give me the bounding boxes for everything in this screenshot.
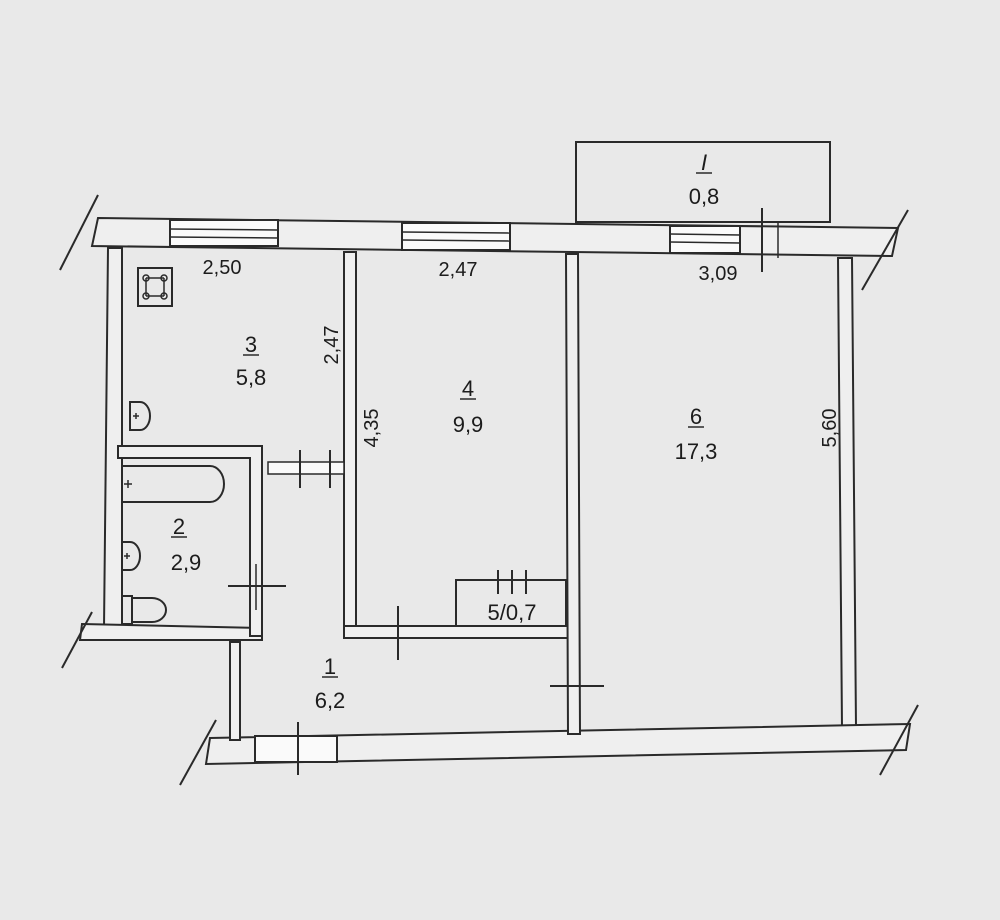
wall-break-mid-left [61, 611, 93, 669]
bathroom-wall [117, 445, 263, 637]
room-3-number: 3 [245, 332, 257, 357]
wall-break-top-right [861, 209, 909, 291]
room-1-number: 1 [324, 654, 336, 679]
room-2-area: 2,9 [171, 550, 202, 575]
closet-label: 5/0,7 [488, 600, 537, 625]
exterior-wall-bottom [204, 722, 912, 766]
corridor-wall-left [78, 622, 263, 641]
room-4-number: 4 [462, 376, 474, 401]
window-room3 [169, 219, 279, 247]
washbasin-icon [121, 541, 141, 571]
dim-room3-width: 2,50 [203, 257, 242, 279]
dim-room4-width: 2,47 [439, 259, 478, 281]
wall-break-top-left [59, 194, 99, 271]
window-room4 [401, 222, 511, 251]
room-6-area: 17,3 [675, 439, 718, 464]
room-2-label: 2 2,9 [171, 514, 202, 575]
room-3-area: 5,8 [236, 365, 267, 390]
dim-room4-height: 4,35 [361, 409, 383, 448]
wall-break-bottom-left [179, 719, 217, 786]
bathtub-icon [121, 465, 225, 503]
toilet-icon [121, 595, 167, 625]
kitchen-sink-icon [129, 401, 151, 431]
room-4-label: 4 9,9 [453, 376, 484, 437]
room-3-label: 3 5,8 [236, 332, 267, 390]
dim-room3-height: 2,47 [321, 326, 343, 365]
room-6-number: 6 [690, 404, 702, 429]
kitchen-door [267, 450, 345, 488]
stove-icon [137, 267, 173, 307]
balcony-area: 0,8 [689, 184, 720, 209]
exterior-wall-right [836, 257, 858, 729]
room-1-label: 1 6,2 [315, 654, 346, 713]
room-4-area: 9,9 [453, 412, 484, 437]
balcony-number: I [701, 150, 707, 175]
balcony-label: I 0,8 [689, 150, 720, 209]
room-6-label: 6 17,3 [675, 404, 718, 464]
room-1-area: 6,2 [315, 688, 346, 713]
dim-room6-width: 3,09 [699, 263, 738, 285]
partition-room3-room4 [343, 251, 357, 627]
corridor-post [229, 641, 241, 741]
balcony-outline [575, 141, 831, 223]
room-2-number: 2 [173, 514, 185, 539]
exterior-wall-left [102, 247, 123, 629]
partition-room4-room6 [564, 253, 582, 735]
wall-break-bottom-right [879, 704, 919, 776]
room4-bottom-wall [343, 625, 577, 639]
entrance-door [254, 722, 338, 775]
dim-room6-height: 5,60 [819, 409, 841, 448]
window-room6 [669, 225, 741, 254]
